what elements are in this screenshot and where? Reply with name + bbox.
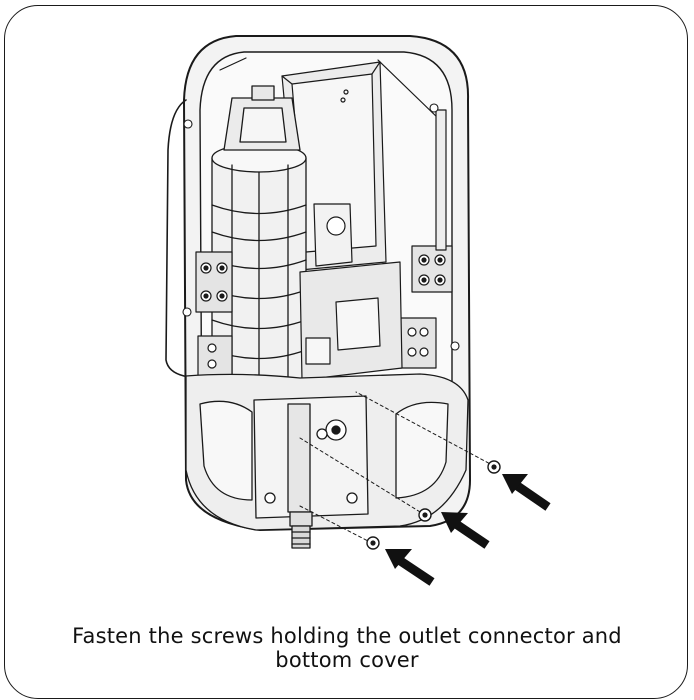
right-terminal-block: [399, 109, 453, 369]
back-plate: [281, 61, 387, 271]
left-terminal-block: [195, 251, 233, 377]
screw-2: [418, 508, 432, 522]
instruction-caption: Fasten the screws holding the outlet con…: [72, 624, 622, 672]
arrow-2: [441, 512, 490, 549]
mounting-holes: [182, 103, 460, 351]
bottom-cover: [185, 373, 469, 531]
arrow-1: [502, 474, 551, 511]
screw-1: [487, 460, 501, 474]
arrow-3: [385, 549, 435, 586]
screw-3: [366, 536, 380, 550]
control-circuit-board: [299, 203, 403, 381]
screw-guide-lines: [297, 391, 495, 544]
outlet-connector: [289, 511, 313, 549]
